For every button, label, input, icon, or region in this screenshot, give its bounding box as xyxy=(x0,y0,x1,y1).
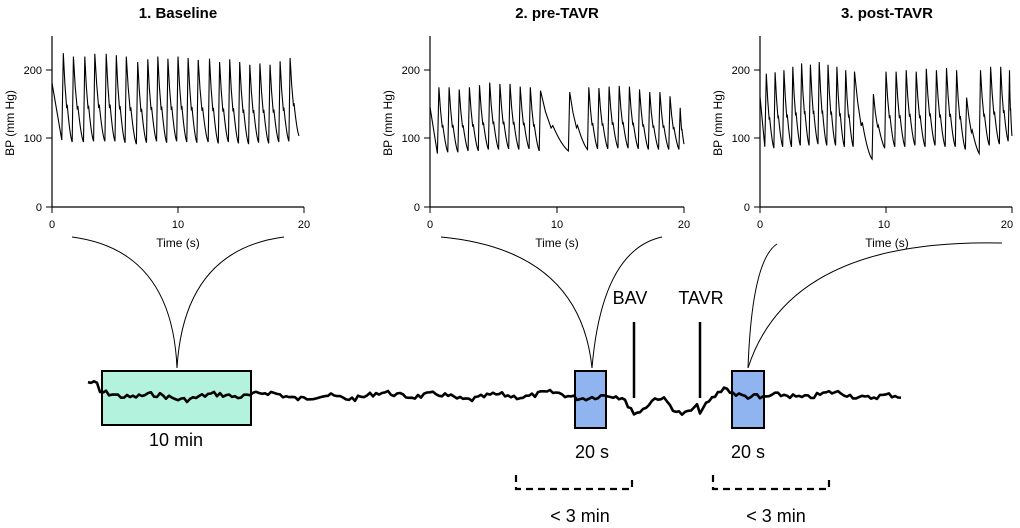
x-tick-label: 20 xyxy=(1001,219,1013,231)
y-tick-label: 200 xyxy=(24,65,42,77)
x-axis-label: Time (s) xyxy=(156,236,200,250)
panel-pre-tavr: 2. pre-TAVR 200 100 0 0 10 20 Time (s) B… xyxy=(381,5,690,250)
pre-interval-label: < 3 min xyxy=(550,506,610,526)
y-axis-label: BP (mm Hg) xyxy=(381,90,395,156)
x-tick-label: 10 xyxy=(878,219,890,231)
y-tick-label: 200 xyxy=(402,65,420,77)
baseline-window-box xyxy=(101,370,252,426)
x-tick-label: 10 xyxy=(551,219,563,231)
x-axis-label: Time (s) xyxy=(535,236,579,250)
bp-trace-line xyxy=(759,61,1013,161)
x-tick-label: 0 xyxy=(49,219,55,231)
connector-curve xyxy=(747,243,778,369)
x-axis-label: Time (s) xyxy=(865,236,909,250)
connector-curve xyxy=(71,236,178,369)
connector-curve xyxy=(440,236,593,369)
long-bp-timeline xyxy=(87,380,902,416)
panel-title: 1. Baseline xyxy=(139,5,217,22)
x-tick-label: 20 xyxy=(298,219,310,231)
bav-marker-label: BAV xyxy=(613,288,648,308)
y-tick-label: 200 xyxy=(732,65,750,77)
x-tick-label: 0 xyxy=(757,219,763,231)
y-tick-label: 0 xyxy=(414,202,420,214)
y-tick-label: 100 xyxy=(402,133,420,145)
y-tick-label: 100 xyxy=(732,133,750,145)
post-window-label: 20 s xyxy=(731,442,765,462)
interval-brackets xyxy=(514,475,831,491)
panel-baseline: 1. Baseline 200 100 0 0 10 20 Time (s) B… xyxy=(3,5,310,250)
bp-trace-line xyxy=(429,82,685,154)
event-markers: BAV TAVR xyxy=(613,288,724,398)
y-tick-label: 0 xyxy=(744,202,750,214)
bp-trace-line xyxy=(51,53,300,145)
connector-curve xyxy=(747,242,1003,369)
y-tick-label: 0 xyxy=(36,202,42,214)
y-axis-label: BP (mm Hg) xyxy=(711,90,725,156)
tavr-marker-label: TAVR xyxy=(678,288,723,308)
y-tick-label: 100 xyxy=(24,133,42,145)
pre-interval-bracket xyxy=(514,475,634,491)
post-interval-bracket xyxy=(711,475,831,491)
panel-title: 2. pre-TAVR xyxy=(515,5,599,22)
baseline-duration-label: 10 min xyxy=(149,430,203,450)
zoom-connectors xyxy=(71,236,1003,369)
x-tick-label: 0 xyxy=(427,219,433,231)
panel-title: 3. post-TAVR xyxy=(841,5,933,22)
y-axis-label: BP (mm Hg) xyxy=(3,90,17,156)
post-interval-label: < 3 min xyxy=(746,506,806,526)
connector-curve xyxy=(176,236,285,369)
panel-post-tavr: 3. post-TAVR 200 100 0 0 10 20 Time (s) … xyxy=(711,5,1013,250)
x-tick-label: 10 xyxy=(172,219,184,231)
pre-window-label: 20 s xyxy=(575,442,609,462)
x-tick-label: 20 xyxy=(678,219,690,231)
connector-curve xyxy=(591,236,663,369)
